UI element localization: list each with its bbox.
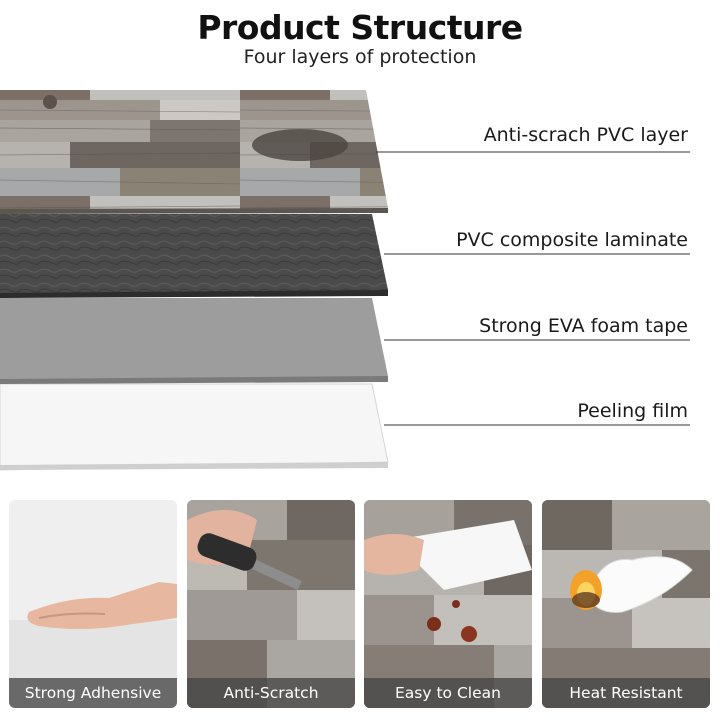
pvc-wood-layer: [0, 90, 388, 214]
flame-icon: [542, 500, 710, 708]
composite-laminate-layer: [0, 214, 388, 298]
layer-label-peeling-film: Peeling film: [577, 400, 688, 422]
feature-card-heat-resistant: Heat Resistant: [542, 500, 710, 708]
paper-towel-icon: [364, 500, 532, 708]
page-subtitle: Four layers of protection: [243, 46, 477, 68]
feature-card-easy-clean: Easy to Clean: [364, 500, 532, 708]
layer-label-pvc: Anti-scrach PVC layer: [483, 124, 688, 146]
layer-label-eva: Strong EVA foam tape: [479, 315, 688, 337]
peeling-film-layer: [0, 383, 389, 471]
utility-knife-icon: [187, 500, 355, 708]
layer-label-laminate: PVC composite laminate: [456, 229, 688, 251]
feature-label-heat-resistant: Heat Resistant: [542, 678, 710, 708]
feature-label-adhesive: Strong Adhensive: [9, 678, 177, 708]
feature-label-easy-clean: Easy to Clean: [364, 678, 532, 708]
eva-foam-layer: [0, 298, 388, 384]
feature-card-anti-scratch: Anti-Scratch: [187, 500, 355, 708]
feature-card-adhesive: Strong Adhensive: [9, 500, 177, 708]
feature-label-anti-scratch: Anti-Scratch: [187, 678, 355, 708]
feature-cards: Strong Adhensive Anti-Scratch: [0, 500, 720, 710]
layer-stack-illustration: [0, 90, 690, 471]
page-title: Product Structure: [197, 8, 523, 47]
layer-stack: Anti-scrach PVC layer PVC composite lami…: [0, 80, 720, 480]
hand-pressing-icon: [9, 500, 177, 708]
